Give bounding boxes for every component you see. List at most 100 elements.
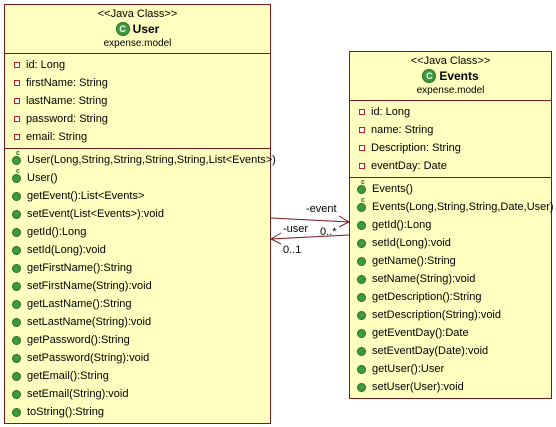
public-method-icon — [357, 310, 366, 320]
operation-label: setFirstName(String):void — [27, 280, 152, 292]
public-method-icon — [357, 292, 366, 302]
operation-label: setUser(User):void — [372, 381, 464, 393]
attribute-row[interactable]: eventDay: Date — [350, 157, 551, 175]
attribute-row[interactable]: lastName: String — [5, 92, 270, 110]
public-method-icon — [12, 281, 21, 291]
private-field-icon — [14, 98, 20, 104]
operation-row[interactable]: Events(Long,String,String,Date,User) — [350, 197, 554, 216]
events-operations: Events() Events(Long,String,String,Date,… — [350, 178, 554, 398]
attribute-label: eventDay: Date — [371, 160, 447, 172]
attribute-label: name: String — [371, 124, 434, 136]
operation-row[interactable]: getFirstName():String — [5, 259, 270, 277]
attribute-label: firstName: String — [26, 77, 108, 89]
operation-row[interactable]: getLastName():String — [5, 295, 270, 313]
private-field-icon — [359, 127, 365, 133]
public-method-icon — [357, 328, 366, 338]
operation-row[interactable]: setEmail(String):void — [5, 385, 270, 403]
public-method-icon — [357, 256, 366, 266]
operation-label: setEmail(String):void — [27, 388, 129, 400]
constructor-icon — [357, 179, 366, 194]
events-class-header: <<Java Class>> C Events expense.model — [350, 52, 551, 101]
operation-row[interactable]: setDescription(String):void — [350, 306, 551, 324]
attribute-row[interactable]: password: String — [5, 110, 270, 128]
events-class-box[interactable]: <<Java Class>> C Events expense.model id… — [349, 51, 554, 399]
attribute-row[interactable]: Description: String — [350, 139, 551, 157]
public-method-icon — [357, 382, 366, 392]
class-icon: C — [115, 22, 130, 36]
association-line-user-to-events[interactable] — [270, 217, 350, 223]
events-class-name-row: C Events — [350, 68, 551, 84]
attribute-row[interactable]: name: String — [350, 121, 551, 139]
public-method-icon — [357, 364, 366, 374]
operation-row[interactable]: getEventDay():Date — [350, 324, 551, 342]
public-method-icon — [12, 245, 21, 255]
operation-row[interactable]: Events() — [350, 179, 551, 198]
private-field-icon — [14, 62, 20, 68]
operation-row[interactable]: getId():Long — [350, 216, 551, 234]
operation-row[interactable]: getEvent():List<Events> — [5, 187, 270, 205]
operation-label: getFirstName():String — [27, 262, 133, 274]
multiplicity-label-events: 0..* — [320, 226, 337, 238]
operation-row[interactable]: setId(Long):void — [350, 234, 551, 252]
operation-label: setId(Long):void — [27, 244, 106, 256]
public-method-icon — [12, 335, 21, 345]
events-stereotype: <<Java Class>> — [410, 55, 491, 67]
operation-row[interactable]: getId():Long — [5, 223, 270, 241]
operation-row[interactable]: getPassword():String — [5, 331, 270, 349]
role-label-user: -user — [283, 223, 309, 235]
operation-label: getUser():User — [372, 363, 445, 375]
user-class-name-row: C User — [5, 21, 270, 37]
operation-row[interactable]: getEmail():String — [5, 367, 270, 385]
attribute-row[interactable]: email: String — [5, 128, 270, 146]
operation-row[interactable]: getUser():User — [350, 360, 551, 378]
attribute-label: id: Long — [371, 106, 411, 118]
operation-row[interactable]: toString():String — [5, 403, 270, 421]
attribute-label: lastName: String — [26, 95, 108, 107]
operation-row[interactable]: setFirstName(String):void — [5, 277, 270, 295]
user-attributes: id: Long firstName: String lastName: Str… — [5, 54, 270, 149]
association-line-events-to-user[interactable] — [270, 234, 350, 240]
operation-label: setPassword(String):void — [27, 352, 150, 364]
user-package: expense.model — [103, 38, 172, 49]
operation-row[interactable]: setPassword(String):void — [5, 349, 270, 367]
operation-row[interactable]: User() — [5, 168, 270, 187]
operation-row[interactable]: setName(String):void — [350, 270, 551, 288]
user-operations: User(Long,String,String,String,String,Li… — [5, 149, 276, 423]
attribute-label: password: String — [26, 113, 108, 125]
operation-label: getEvent():List<Events> — [27, 190, 145, 202]
user-class-box[interactable]: <<Java Class>> C User expense.model id: … — [4, 4, 276, 424]
operation-label: toString():String — [27, 406, 105, 418]
attribute-row[interactable]: id: Long — [350, 103, 551, 121]
attribute-row[interactable]: id: Long — [5, 56, 270, 74]
user-stereotype: <<Java Class>> — [97, 8, 178, 20]
operation-label: getName():String — [372, 255, 456, 267]
operation-row[interactable]: setId(Long):void — [5, 241, 270, 259]
constructor-icon — [357, 197, 366, 212]
operation-label: setEventDay(Date):void — [372, 345, 489, 357]
public-method-icon — [12, 371, 21, 381]
public-method-icon — [12, 209, 21, 219]
operation-row[interactable]: setEventDay(Date):void — [350, 342, 551, 360]
operation-row[interactable]: setUser(User):void — [350, 378, 551, 396]
role-label-event: -event — [306, 203, 337, 215]
public-method-icon — [12, 299, 21, 309]
events-class-name: Events — [439, 69, 479, 83]
operation-label: getId():Long — [27, 226, 87, 238]
operation-row[interactable]: User(Long,String,String,String,String,Li… — [5, 150, 276, 169]
class-icon: C — [422, 69, 437, 83]
operation-label: getPassword():String — [27, 334, 130, 346]
public-method-icon — [12, 353, 21, 363]
user-class-name: User — [132, 22, 160, 36]
operation-label: Events(Long,String,String,Date,User) — [372, 201, 554, 213]
attribute-label: Description: String — [371, 142, 461, 154]
operation-row[interactable]: getDescription():String — [350, 288, 551, 306]
constructor-icon — [12, 168, 21, 183]
operation-row[interactable]: setLastName(String):void — [5, 313, 270, 331]
operation-row[interactable]: getName():String — [350, 252, 551, 270]
operation-row[interactable]: setEvent(List<Events>):void — [5, 205, 270, 223]
operation-label: setDescription(String):void — [372, 309, 501, 321]
public-method-icon — [12, 407, 21, 417]
arrowhead-events-icon — [338, 215, 351, 228]
attribute-row[interactable]: firstName: String — [5, 74, 270, 92]
